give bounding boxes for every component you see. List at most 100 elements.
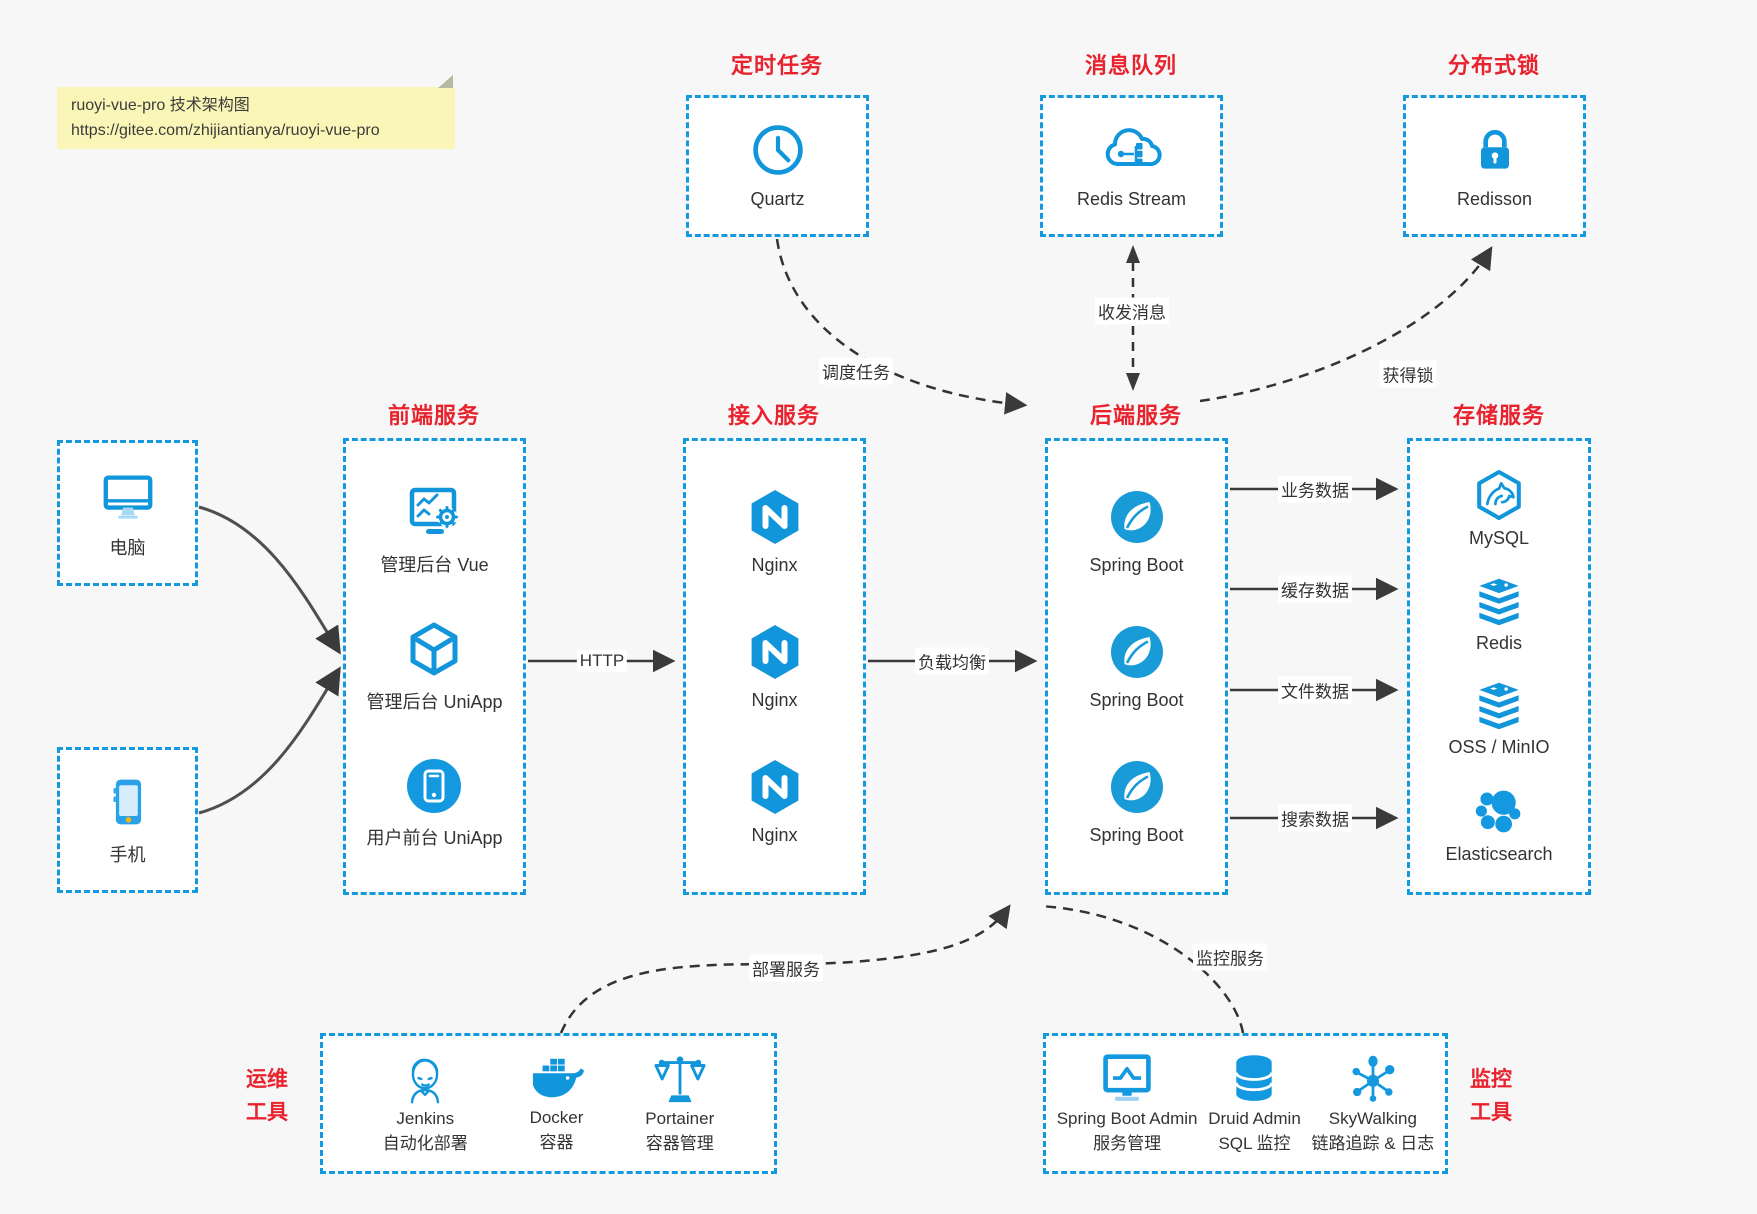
user-app-icon: [404, 756, 464, 816]
note-line2: https://gitee.com/zhijiantianya/ruoyi-vu…: [71, 121, 380, 139]
edge-lock-arrow: [1199, 246, 1493, 403]
scheduler-box: Quartz: [686, 95, 869, 237]
note-line1: ruoyi-vue-pro 技术架构图: [71, 97, 250, 114]
phone-label: 手机: [109, 844, 146, 865]
ops-item-portainer: Portainer 容器管理: [645, 1052, 714, 1156]
monitoring-title: 监控 工具: [1460, 1064, 1522, 1129]
docker-icon: [528, 1053, 586, 1105]
message-arrowhead-down: [1126, 373, 1140, 391]
nginx-icon: [745, 622, 805, 682]
jenkins-icon: [399, 1052, 451, 1106]
edge-deploy-arrow: [559, 904, 1011, 1034]
mq-title: 消息队列: [1084, 53, 1178, 78]
frontend-item-admin-uniapp: 管理后台 UniApp: [366, 620, 503, 714]
mq-box: Redis Stream: [1040, 95, 1223, 237]
client-phone-box: 手机: [57, 747, 198, 893]
ops-title-line1: 运维: [246, 1068, 288, 1091]
clock-icon: [750, 122, 806, 178]
monitoring-item-skywalking: SkyWalking 链路追踪 & 日志: [1311, 1052, 1434, 1156]
service-label: Spring Boot: [1089, 825, 1184, 845]
spring-boot-icon: [1107, 757, 1167, 817]
edge-monitor-curve: [1039, 904, 1245, 1034]
tool-label: SkyWalking: [1328, 1108, 1417, 1128]
frontend-item-user-uniapp: 用户前台 UniApp: [366, 756, 503, 850]
tool-sublabel: 容器: [539, 1132, 574, 1152]
gateway-item-nginx-2: Nginx: [745, 622, 805, 711]
tool-label: Docker: [529, 1107, 584, 1127]
quartz-label: Quartz: [750, 189, 805, 209]
monitoring-item-spring-boot-admin: Spring Boot Admin 服务管理: [1057, 1052, 1198, 1156]
cloud-stream-icon: [1101, 122, 1163, 178]
service-label: MySQL: [1468, 528, 1529, 549]
druid-icon: [1227, 1052, 1281, 1106]
message-arrowhead-up: [1126, 245, 1140, 263]
sticky-note: ruoyi-vue-pro 技术架构图 https://gitee.com/zh…: [57, 75, 455, 149]
service-label: Nginx: [751, 690, 798, 710]
pc-label: 电脑: [109, 537, 146, 558]
storage-item-mysql: MySQL: [1469, 468, 1529, 549]
ops-title-line2: 工具: [246, 1100, 288, 1124]
service-label: Spring Boot: [1089, 555, 1184, 575]
redis-icon: [1472, 681, 1526, 731]
gateway-item-nginx-1: Nginx: [745, 487, 805, 576]
admin-vue-icon: [405, 483, 465, 543]
tool-sublabel: 链路追踪 & 日志: [1311, 1133, 1435, 1153]
gateway-box: Nginx Nginx Nginx: [683, 438, 866, 895]
smartphone-icon: [100, 774, 156, 830]
redis-icon: [1472, 577, 1526, 627]
tool-label: Jenkins: [396, 1108, 455, 1128]
service-label: 管理后台 UniApp: [366, 691, 503, 712]
desktop-icon: [99, 467, 157, 523]
storage-item-redis: Redis: [1472, 577, 1526, 654]
redisson-label: Redisson: [1456, 189, 1533, 209]
ops-box: Jenkins 自动化部署 Docker 容器: [320, 1033, 777, 1174]
backend-item-spring-boot-2: Spring Boot: [1089, 622, 1184, 711]
backend-item-spring-boot-3: Spring Boot: [1089, 757, 1184, 846]
skywalking-icon: [1346, 1052, 1400, 1106]
service-label: 管理后台 Vue: [380, 555, 489, 576]
monitoring-title-line2: 工具: [1470, 1100, 1512, 1124]
service-label: 用户前台 UniApp: [366, 827, 503, 848]
edge-label-cache-data: 缓存数据: [1278, 575, 1352, 603]
lock-box: Redisson: [1403, 95, 1586, 237]
gateway-item-nginx-3: Nginx: [745, 757, 805, 846]
elasticsearch-icon: [1471, 786, 1527, 838]
service-label: Redis: [1475, 632, 1523, 653]
edge-pc-to-frontend: [198, 505, 341, 655]
nginx-icon: [745, 757, 805, 817]
note-fold-corner: [438, 75, 453, 88]
cube-icon: [404, 620, 464, 680]
gateway-title: 接入服务: [727, 403, 821, 428]
edge-label-monitor: 监控服务: [1193, 943, 1267, 971]
tool-sublabel: SQL 监控: [1218, 1133, 1291, 1153]
spring-boot-icon: [1107, 487, 1167, 547]
service-label: Nginx: [751, 555, 798, 575]
tool-sublabel: 自动化部署: [382, 1133, 468, 1153]
service-label: Elasticsearch: [1445, 843, 1553, 864]
ops-item-jenkins: Jenkins 自动化部署: [383, 1052, 468, 1156]
mysql-icon: [1472, 468, 1526, 522]
storage-title: 存储服务: [1452, 403, 1546, 428]
storage-item-oss-minio: OSS / MinIO: [1448, 681, 1550, 758]
edge-label-business-data: 业务数据: [1278, 475, 1352, 503]
edge-label-file-data: 文件数据: [1278, 676, 1352, 704]
tool-label: Portainer: [645, 1108, 715, 1128]
spring-boot-icon: [1107, 622, 1167, 682]
edge-label-deploy: 部署服务: [749, 954, 823, 982]
nginx-icon: [745, 487, 805, 547]
monitoring-item-druid: Druid Admin SQL 监控: [1208, 1052, 1301, 1156]
ops-title: 运维 工具: [236, 1064, 298, 1129]
frontend-box: 管理后台 Vue 管理后台 UniApp 用户前台 UniApp: [343, 438, 526, 895]
tool-label: Spring Boot Admin: [1056, 1108, 1198, 1128]
backend-item-spring-boot-1: Spring Boot: [1089, 487, 1184, 576]
backend-title: 后端服务: [1089, 403, 1183, 428]
portainer-icon: [653, 1052, 707, 1106]
service-label: OSS / MinIO: [1448, 737, 1550, 758]
monitoring-title-line1: 监控: [1470, 1068, 1512, 1091]
service-label: Spring Boot: [1089, 690, 1184, 710]
client-pc-box: 电脑: [57, 440, 198, 586]
frontend-item-admin-vue: 管理后台 Vue: [380, 483, 489, 577]
lock-icon: [1467, 122, 1523, 178]
